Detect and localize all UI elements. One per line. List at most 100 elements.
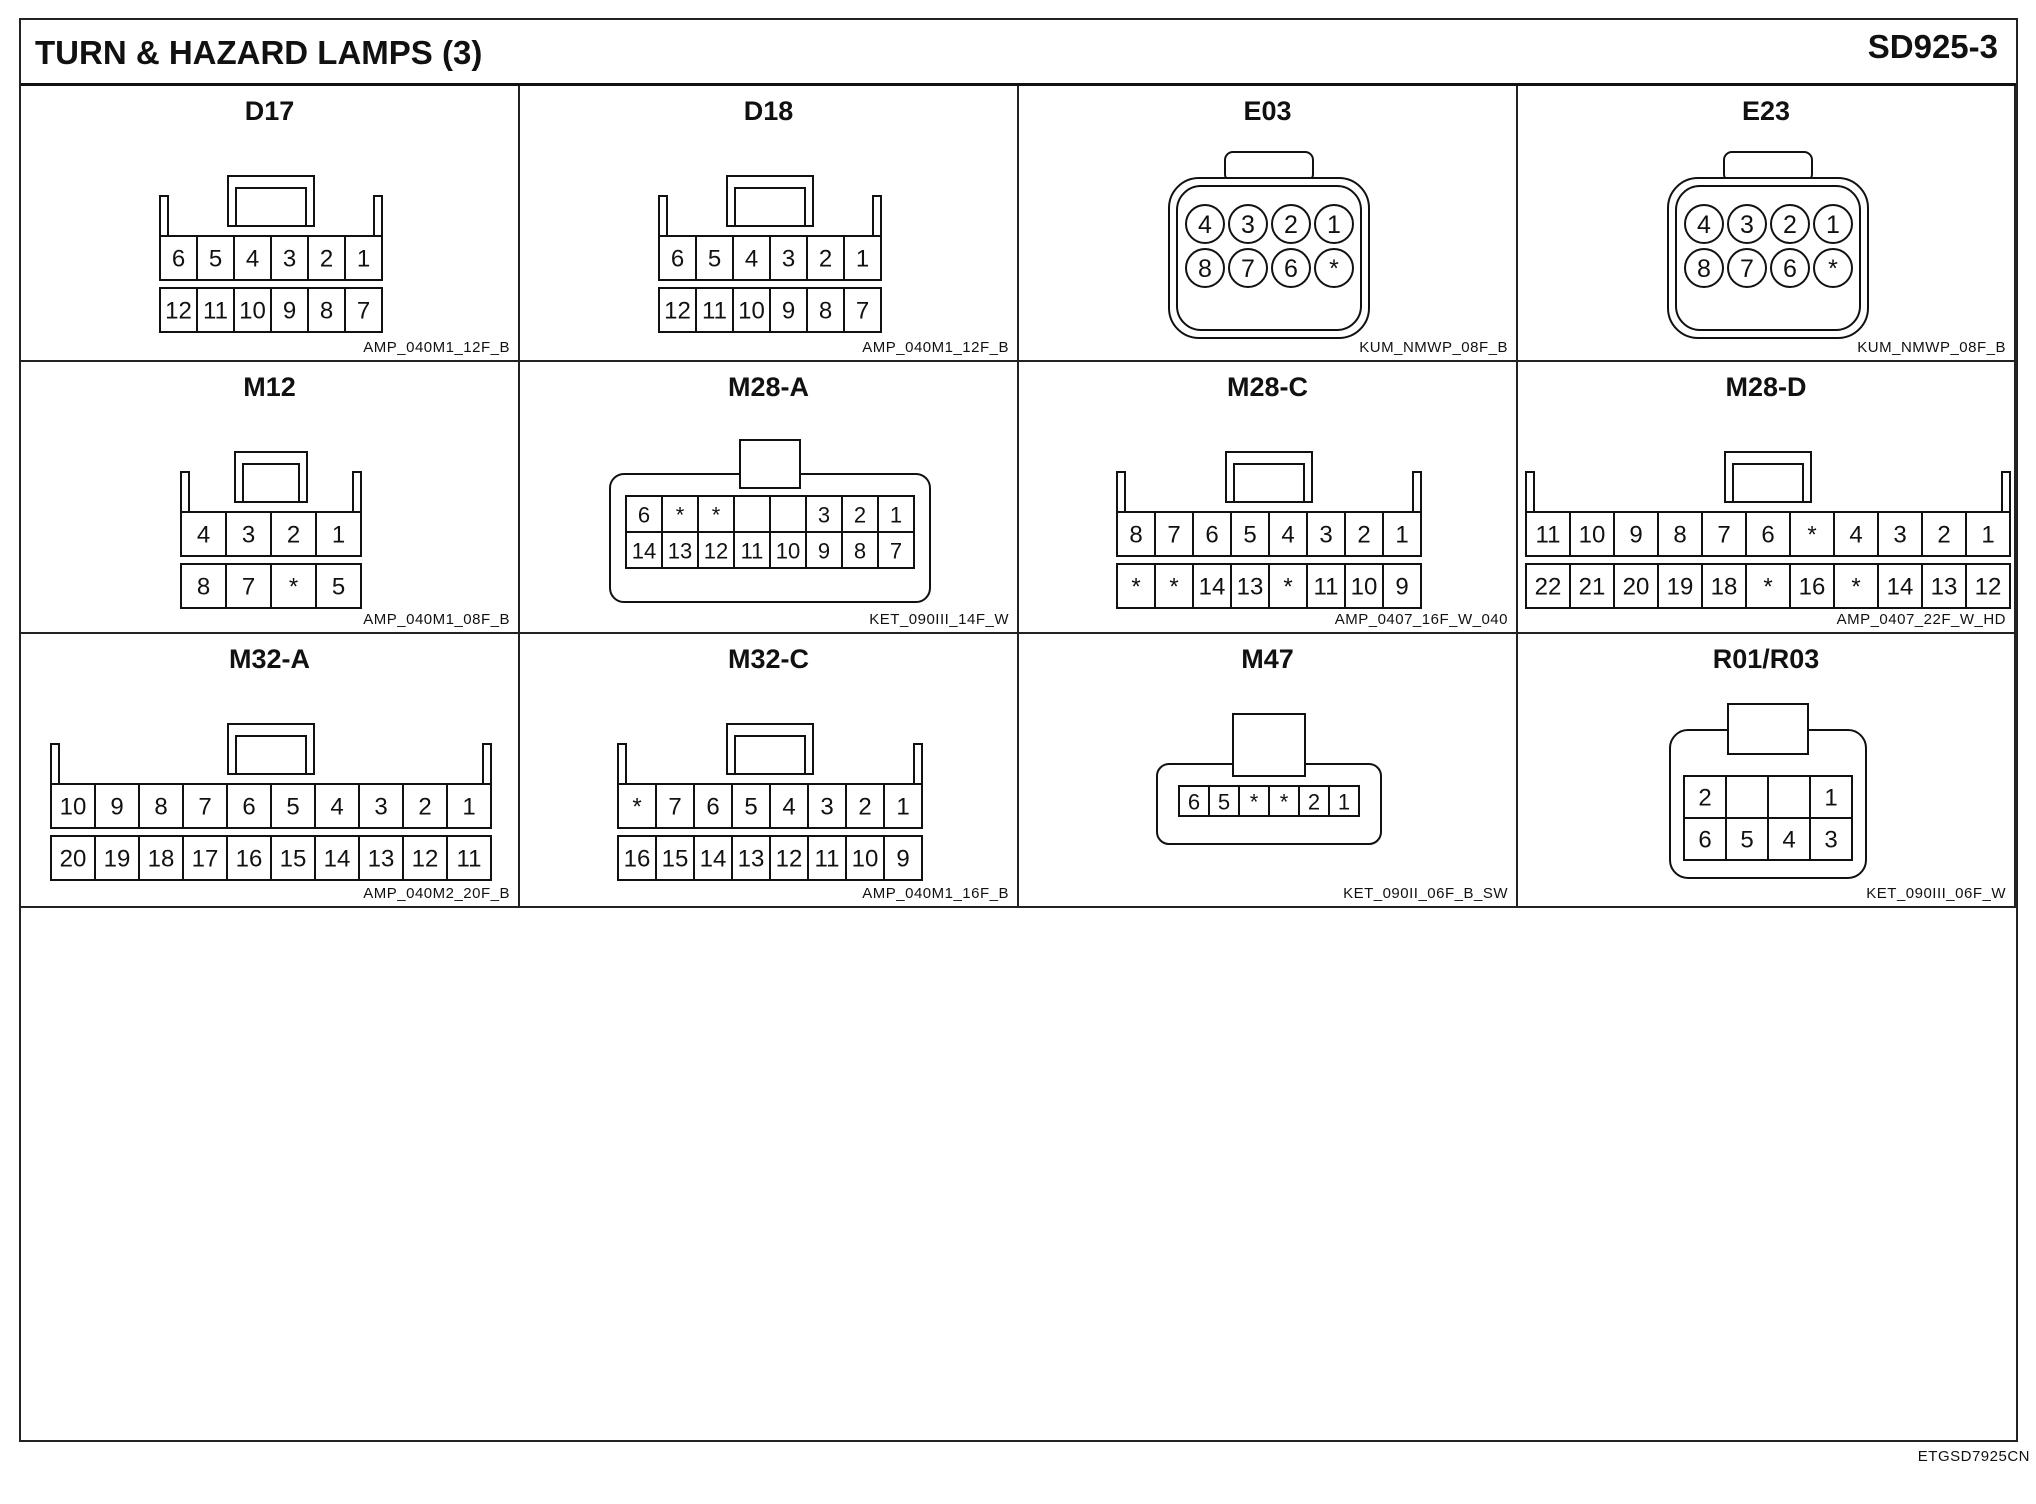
pin-cavity [1154, 511, 1194, 557]
pin-label: 3 [1893, 522, 1906, 549]
pin-label: 14 [700, 846, 727, 873]
pin-cavity [1727, 204, 1767, 244]
pin-cavity [1657, 563, 1703, 609]
pin-label: 10 [776, 539, 800, 564]
pin-cavity [1789, 563, 1835, 609]
pin-label: * [632, 794, 641, 821]
connector-name: D18 [743, 96, 794, 126]
pin-label: 1 [357, 246, 370, 273]
pin-cavity [1525, 511, 1571, 557]
pin-label: 11 [741, 539, 764, 564]
guide-post [913, 743, 923, 785]
guide-post [1525, 471, 1535, 513]
pin-label: 6 [638, 503, 650, 528]
pin-label: 6 [671, 246, 684, 273]
pin-cavity [658, 287, 697, 333]
pin-cavity [1268, 563, 1308, 609]
pin-label: 2 [858, 794, 871, 821]
pin-cavity [50, 783, 96, 829]
connector-name: M47 [1241, 644, 1294, 674]
pin-label: 11 [702, 298, 727, 325]
pin-label: 8 [1129, 522, 1142, 549]
pin-label: 4 [330, 794, 343, 821]
pin-cavity [1657, 511, 1703, 557]
pin-label: 7 [856, 298, 869, 325]
connector-name: E03 [1243, 96, 1292, 126]
pin-cavity [1684, 204, 1724, 244]
pin-label: 15 [280, 846, 307, 873]
pin-label: 18 [1711, 574, 1738, 601]
pin-label: 1 [332, 522, 345, 549]
pin-label: 13 [668, 539, 692, 564]
pin-label: 6 [1783, 255, 1797, 283]
pin-label: * [712, 503, 721, 528]
connector-name: E23 [1741, 96, 1791, 126]
pin-label: 2 [1284, 211, 1298, 239]
connector-name: M32-C [727, 644, 809, 674]
pin-label: 3 [283, 246, 296, 273]
pin-cavity [841, 531, 879, 569]
connector-name: M32-A [228, 644, 310, 674]
pin-cavity [1613, 563, 1659, 609]
pin-label: 6 [1188, 790, 1200, 815]
pin-label: 4 [197, 522, 210, 549]
latch-window [734, 187, 806, 227]
connector-name: M28-C [1226, 372, 1308, 402]
pin-label: 3 [1824, 827, 1837, 854]
pin-label: 22 [1535, 574, 1562, 601]
pin-cavity [877, 531, 915, 569]
pin-cavity [769, 235, 808, 281]
pin-label: 11 [815, 846, 840, 873]
pin-label: 4 [1849, 522, 1862, 549]
pin-label: 4 [1198, 211, 1212, 239]
guide-post [617, 743, 627, 785]
pin-cavity [1921, 563, 1967, 609]
pin-label: 2 [819, 246, 832, 273]
pin-cavity [358, 783, 404, 829]
guide-post [159, 195, 169, 237]
pin-cavity [843, 287, 882, 333]
pin-cavity [807, 783, 847, 829]
pin-cavity [807, 835, 847, 881]
pin-label: 10 [60, 794, 87, 821]
pin-label: 4 [1782, 827, 1795, 854]
pin-label: 8 [819, 298, 832, 325]
latch-body [234, 451, 308, 503]
pin-label: 7 [668, 794, 681, 821]
pin-label: 8 [1198, 255, 1212, 283]
pin-cavity [1228, 248, 1268, 288]
pin-cavity [806, 235, 845, 281]
pin-label: 14 [324, 846, 351, 873]
pin-label: * [1169, 574, 1178, 601]
pin-cavity [344, 235, 383, 281]
pin-label: 16 [624, 846, 651, 873]
pin-label: 5 [1243, 522, 1256, 549]
pin-label: 5 [332, 574, 345, 601]
pin-label: 12 [664, 298, 691, 325]
pin-cavity [270, 235, 309, 281]
part-number: KUM_NMWP_08F_B [1359, 339, 1508, 356]
pin-cavity [138, 835, 184, 881]
guide-post [180, 471, 190, 513]
pin-label: 12 [704, 539, 728, 564]
pin-label: 2 [854, 503, 866, 528]
pin-label: 1 [896, 794, 909, 821]
pin-cavity [843, 235, 882, 281]
pin-cavity [806, 287, 845, 333]
pin-label: 9 [110, 794, 123, 821]
pin-label: 8 [1673, 522, 1686, 549]
pin-cavity [1569, 563, 1615, 609]
pin-cavity [180, 511, 227, 557]
pin-cavity [315, 563, 362, 609]
pin-label: 4 [782, 794, 795, 821]
guide-post [872, 195, 882, 237]
pin-label: 2 [1357, 522, 1370, 549]
pin-label: 7 [357, 298, 370, 325]
